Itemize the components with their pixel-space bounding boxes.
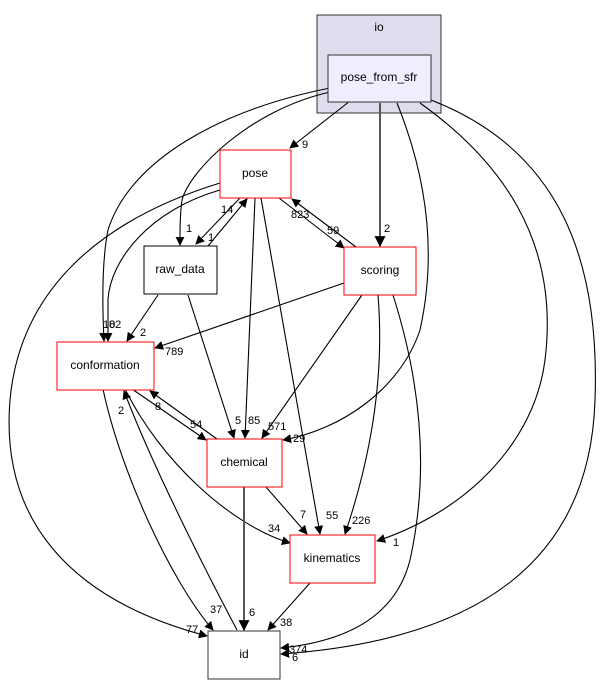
edge-label-pose_from_sfr-scoring: 2: [384, 223, 390, 235]
node-kinematics-box: [289, 534, 376, 584]
edge-scoring-conformation: [154, 282, 345, 350]
edge-pose-id: [8, 182, 221, 639]
node-raw_data-box: [143, 245, 218, 295]
edge-label-scoring-chemical: 571: [268, 421, 286, 433]
node-pose_from_sfr[interactable]: pose_from_sfr: [327, 54, 432, 103]
node-pose[interactable]: pose: [219, 149, 292, 199]
edge-label-raw_data-conformation: 2: [140, 327, 146, 339]
edge-pose_from_sfr-pose: [289, 100, 351, 149]
edge-label-pose_from_sfr-chemical: 29: [293, 433, 305, 445]
node-kinematics-label: kinematics: [304, 551, 361, 565]
edge-scoring-pose: [291, 198, 357, 248]
edge-pose-raw_data: [195, 197, 241, 245]
node-conformation-box: [56, 341, 155, 391]
node-chemical[interactable]: chemical: [206, 438, 283, 488]
edge-pose_from_sfr-chemical: [282, 102, 429, 444]
edge-scoring-chemical: [261, 294, 363, 439]
edge-chemical-conformation: [149, 390, 218, 440]
edge-pose_from_sfr-raw_data: [175, 91, 331, 246]
edge-label-pose-raw_data: 1: [208, 232, 214, 244]
edge-label-scoring-kinematics: 226: [352, 515, 370, 527]
edge-label-pose_from_sfr-id: 6: [292, 652, 298, 664]
edge-raw_data-pose: [207, 198, 248, 247]
node-id[interactable]: id: [207, 630, 281, 680]
edge-label-pose-id: 77: [186, 624, 198, 636]
node-kinematics[interactable]: kinematics: [289, 534, 376, 584]
edge-label-conformation-kinematics: 34: [268, 523, 280, 535]
node-conformation[interactable]: conformation: [56, 341, 155, 391]
edge-label-scoring-id: 374: [289, 644, 307, 656]
node-chemical-label: chemical: [220, 455, 267, 469]
edge-label-chemical-conformation: 8: [155, 401, 161, 413]
edge-label-scoring-pose: 823: [291, 209, 309, 221]
node-pose_from_sfr-label: pose_from_sfr: [341, 70, 418, 84]
node-raw_data[interactable]: raw_data: [143, 245, 218, 295]
edge-scoring-kinematics: [343, 294, 381, 535]
node-raw_data-label: raw_data: [155, 262, 205, 276]
edge-conformation-chemical: [131, 388, 207, 441]
edge-label-raw_data-chemical: 5: [235, 415, 241, 427]
edge-label-pose-conformation: 82: [109, 319, 121, 331]
edge-label-raw_data-pose: 14: [221, 204, 233, 216]
edge-label-pose-kinematics: 55: [326, 510, 338, 522]
node-chemical-box: [206, 438, 283, 488]
edge-pose_from_sfr-kinematics: [376, 102, 548, 543]
edge-id-conformation: [122, 390, 238, 631]
node-conformation-label: conformation: [70, 358, 139, 372]
edge-pose_from_sfr-id: [280, 99, 596, 658]
edge-raw_data-chemical: [187, 294, 236, 439]
edge-pose-chemical: [240, 197, 256, 439]
edge-label-pose-chemical: 85: [248, 415, 260, 427]
node-pose_from_sfr-box: [327, 54, 432, 103]
edge-pose-conformation: [103, 189, 221, 342]
node-pose-box: [219, 149, 292, 199]
cluster-io-label: io: [374, 20, 384, 34]
edge-label-scoring-conformation: 789: [165, 346, 183, 358]
edge-scoring-id: [280, 294, 422, 652]
edge-label-id-conformation: 2: [118, 405, 124, 417]
edge-label-kinematics-id: 38: [280, 617, 292, 629]
edge-label-chemical-id: 6: [249, 607, 255, 619]
edge-label-pose_from_sfr-kinematics: 1: [393, 537, 399, 549]
edge-label-conformation-id: 37: [210, 604, 222, 616]
edge-pose-scoring: [278, 197, 345, 249]
node-scoring[interactable]: scoring: [343, 246, 417, 296]
node-pose-label: pose: [242, 166, 268, 180]
edge-kinematics-id: [267, 582, 311, 631]
edges: 9 1 2 10 29 1 6 1 14 59 823 82: [8, 87, 596, 664]
edge-conformation-id: [102, 388, 214, 631]
edge-pose_from_sfr-conformation: [99, 87, 331, 342]
edge-chemical-kinematics: [265, 486, 308, 535]
edge-label-pose_from_sfr-raw_data: 1: [186, 223, 192, 235]
node-id-label: id: [239, 647, 248, 661]
edge-label-pose_from_sfr-conformation: 10: [103, 319, 115, 331]
edge-conformation-kinematics: [124, 388, 291, 545]
edge-label-pose_from_sfr-pose: 9: [302, 139, 308, 151]
node-id-box: [207, 630, 281, 680]
edge-raw_data-conformation: [126, 294, 159, 342]
edge-label-chemical-kinematics: 7: [300, 509, 306, 521]
node-scoring-label: scoring: [361, 263, 400, 277]
edge-pose-kinematics: [260, 197, 324, 535]
node-scoring-box: [343, 246, 417, 296]
